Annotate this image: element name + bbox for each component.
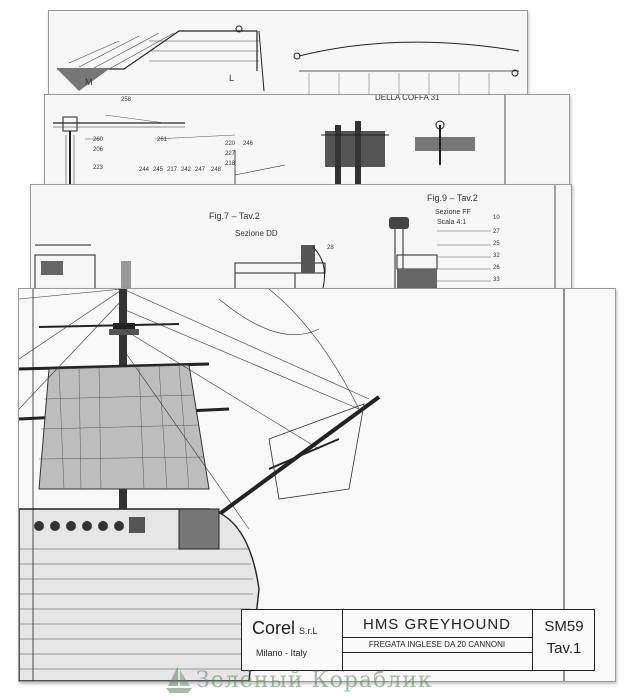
fig9-scale: Scala 4:1 (437, 219, 467, 226)
fig9-callout-33: 33 (493, 277, 500, 283)
callout-248: 248 (211, 167, 222, 173)
fig9-section: Sezione FF (435, 209, 471, 216)
section-drawings (34, 185, 556, 303)
fig9-callout-32: 32 (493, 253, 500, 259)
fig9-callout-25: 25 (493, 241, 500, 247)
callout-245: 245 (153, 167, 164, 173)
callout-260: 260 (93, 137, 104, 143)
model-code: SM59 (544, 618, 584, 635)
callout-242: 242 (181, 167, 192, 173)
callout-220: 220 (225, 141, 236, 147)
ship-name: HMS GREYHOUND (362, 616, 511, 633)
title-block-code-cell: SM59 Tav.1 (534, 610, 594, 670)
fig9-title: Fig.9 – Tav.2 (427, 193, 478, 203)
hull-planking-drawing (57, 25, 520, 101)
sailboat-logo-icon (166, 666, 192, 693)
callout-218: 218 (225, 161, 236, 167)
callout-258: 258 (121, 97, 132, 103)
callout-217: 217 (167, 167, 178, 173)
callout-247: 247 (195, 167, 206, 173)
fig7-section: Sezione DD (235, 229, 278, 238)
ship-subtitle: FREGATA INGLESE DA 20 CANNONI (342, 637, 532, 649)
brand-location: Milano - Italy (256, 648, 308, 658)
sheet3-top-label: DELLA COFFA 31 (375, 94, 440, 102)
ship-rigging-drawing (19, 289, 565, 681)
callout-261: 261 (157, 137, 168, 143)
sheet4-label-l: L (229, 73, 235, 83)
callout-227: 227 (225, 151, 236, 157)
callout-246: 246 (243, 141, 254, 147)
brand-text: Corel (252, 618, 296, 638)
watermark-text: Зелёный Кораблик (196, 668, 433, 693)
callout-223: 223 (93, 165, 104, 171)
sheet4-label-m: M (85, 77, 93, 87)
fig9-callout-10: 10 (493, 215, 500, 221)
fig7-title: Fig.7 – Tav.2 (209, 211, 260, 221)
fig9-callout-26: 26 (493, 265, 500, 271)
plan-sheet-4: M L (48, 10, 528, 104)
brand-suffix: S.r.L (299, 626, 318, 636)
plan-sheet-3: DELLA COFFA 31 258 260 261 206 223 220 2… (44, 94, 570, 196)
plan-sheet-2: Fig.7 – Tav.2 Sezione DD 28 Fig.9 – Tav.… (30, 184, 572, 304)
table-number: Tav.1 (546, 640, 582, 657)
callout-206: 206 (93, 147, 104, 153)
fig9-callout-27: 27 (493, 229, 500, 235)
signature-row (342, 652, 532, 657)
fig7-callout: 28 (327, 245, 334, 251)
mast-top-drawing (53, 95, 506, 195)
callout-244: 244 (139, 167, 150, 173)
title-block-ship-cell: HMS GREYHOUND FREGATA INGLESE DA 20 CANN… (342, 610, 533, 670)
